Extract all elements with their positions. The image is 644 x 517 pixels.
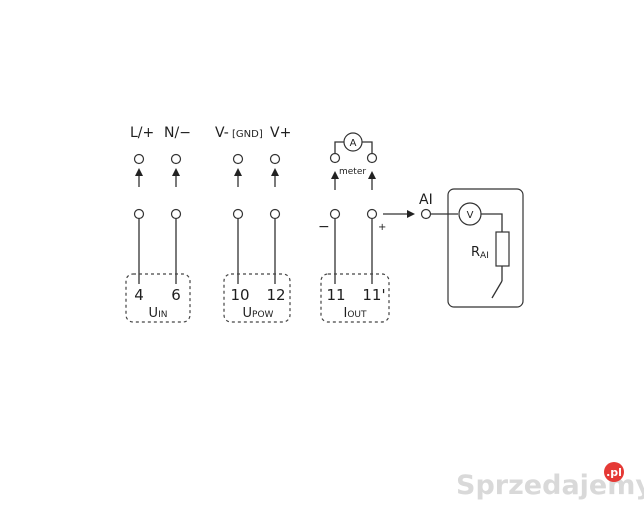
terminal-11: 11 <box>326 286 345 304</box>
terminal-top-n <box>170 153 182 165</box>
group-iout-label: IOUT <box>343 306 367 321</box>
terminal-6: 6 <box>171 286 181 304</box>
label-n-minus: N/− <box>164 125 191 141</box>
terminal-4: 4 <box>134 286 144 304</box>
ammeter-symbol: A <box>350 138 357 149</box>
terminal-top-vplus <box>269 153 281 165</box>
group-iout: 11 11' IOUT <box>320 273 390 323</box>
resistor-label: RAI <box>471 245 489 261</box>
ammeter-loop: A meter <box>329 132 378 177</box>
polarity-plus: + <box>378 222 386 233</box>
wire-column-11 <box>329 171 341 284</box>
terminal-10: 10 <box>230 286 249 304</box>
ammeter-caption: meter <box>339 167 366 177</box>
wire-column-11p <box>366 171 378 284</box>
group-upow: 10 12 UPOW <box>223 273 291 323</box>
group-uin-label: UIN <box>149 306 168 321</box>
resistor-icon <box>495 231 510 267</box>
label-gnd: [GND] <box>232 129 263 140</box>
terminal-mid-10 <box>232 208 244 220</box>
terminal-ammeter-left <box>329 152 341 164</box>
wire-column-12 <box>269 153 281 284</box>
label-v-plus: V+ <box>270 125 291 141</box>
terminal-mid-11p <box>366 208 378 220</box>
watermark-dot-icon <box>604 462 624 482</box>
terminal-mid-11 <box>329 208 341 220</box>
terminal-ai <box>420 208 432 220</box>
voltmeter-symbol: V <box>467 210 474 221</box>
terminal-top-vminus <box>232 153 244 165</box>
polarity-minus: − <box>318 219 330 235</box>
terminal-top-l <box>133 153 145 165</box>
terminal-12: 12 <box>266 286 285 304</box>
terminal-ammeter-right <box>366 152 378 164</box>
terminal-mid-6 <box>170 208 182 220</box>
wire-column-4 <box>133 153 145 284</box>
wire-column-10 <box>232 153 244 284</box>
group-upow-label: UPOW <box>243 306 274 321</box>
group-uin: 4 6 UIN <box>125 273 191 323</box>
label-l-plus: L/+ <box>130 125 154 141</box>
terminal-11-prime: 11' <box>362 286 385 304</box>
terminal-mid-12 <box>269 208 281 220</box>
ammeter-icon <box>343 132 363 152</box>
watermark-suffix: .pl <box>606 466 622 479</box>
analog-input-box: V RAI <box>447 188 524 308</box>
watermark: Sprzedajemy .pl <box>456 462 644 501</box>
wire-column-6 <box>170 153 182 284</box>
terminal-mid-4 <box>133 208 145 220</box>
label-v-minus: V- <box>215 125 229 141</box>
ai-label: AI <box>419 192 433 208</box>
